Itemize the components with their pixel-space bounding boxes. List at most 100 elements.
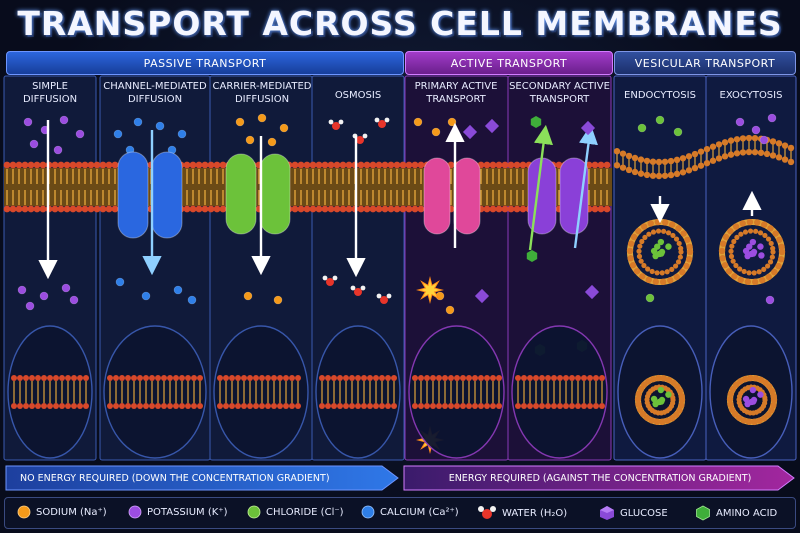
lipid-head — [387, 205, 395, 213]
lipid-head — [636, 253, 643, 259]
lipid-head — [53, 375, 59, 381]
lipid-head — [753, 228, 759, 234]
sodium-ion — [245, 135, 255, 145]
lipid-head — [718, 247, 726, 255]
lipid-head — [527, 375, 533, 381]
lipid-head — [149, 375, 155, 381]
lipid-head — [649, 158, 657, 165]
lipid-head — [673, 236, 680, 242]
lipid-head — [744, 278, 752, 285]
lipid-head — [460, 375, 466, 381]
lipid-head — [659, 418, 666, 426]
lipid-head — [155, 375, 161, 381]
lipid-head — [125, 375, 131, 381]
pump-protein — [423, 157, 481, 235]
lipid-head — [424, 403, 430, 409]
lipid-head — [77, 403, 83, 409]
lipid-head — [143, 403, 149, 409]
lipid-head — [191, 403, 197, 409]
lipid-head — [730, 258, 736, 264]
lipid-head — [219, 205, 227, 213]
molecule — [665, 243, 672, 250]
lipid-head — [17, 375, 23, 381]
lipid-head — [309, 205, 317, 213]
lipid-head — [697, 148, 705, 155]
lipid-head — [769, 254, 775, 260]
lipid-head — [99, 205, 107, 213]
hydrogen-atom — [332, 275, 338, 281]
lipid-head — [747, 374, 754, 382]
molecule — [742, 395, 750, 403]
lipid-head — [733, 150, 741, 157]
lipid-head — [781, 156, 789, 163]
molecule — [656, 398, 663, 406]
lipid-head — [752, 375, 760, 382]
lipid-head — [436, 375, 442, 381]
lipid-head — [105, 205, 113, 213]
lipid-head — [27, 161, 35, 169]
lipid-head — [327, 205, 335, 213]
lipid-head — [9, 205, 17, 213]
protein-lobe — [117, 151, 149, 239]
lipid-head — [597, 205, 605, 213]
lipid-head — [315, 161, 323, 169]
lipid-head — [513, 205, 521, 213]
lipid-head — [635, 227, 642, 235]
lipid-head — [369, 161, 377, 169]
potassium-ion — [69, 295, 79, 305]
lipid-head — [412, 403, 418, 409]
water-molecule — [322, 275, 338, 286]
lipid-head — [289, 403, 295, 409]
hydrogen-atom — [362, 133, 368, 139]
lipid-head — [555, 161, 563, 169]
glucose-cube-icon — [600, 506, 614, 520]
lipid-head — [418, 403, 424, 409]
chloride-sphere-icon — [247, 505, 261, 519]
lipid-head — [669, 221, 676, 228]
lipid-head — [557, 375, 563, 381]
potassium-ion — [735, 117, 745, 127]
lipid-head — [295, 375, 301, 381]
lipid-head — [189, 161, 197, 169]
lipid-head — [521, 375, 527, 381]
lipid-head — [183, 205, 191, 213]
lipid-head — [691, 150, 699, 158]
lipid-head — [691, 164, 699, 172]
lipid-head — [119, 403, 125, 409]
hydrogen-atom — [386, 293, 392, 299]
lipid-head — [496, 403, 502, 409]
molecule — [758, 252, 765, 259]
lipid-head — [737, 266, 743, 272]
lipid-head — [646, 231, 652, 237]
lipid-head — [627, 240, 635, 247]
lipid-head — [57, 205, 65, 213]
lipid-head — [125, 403, 131, 409]
lipid-head — [787, 158, 795, 166]
lipid-head — [3, 161, 11, 169]
lipid-head — [647, 220, 654, 227]
molecule — [746, 243, 753, 250]
lipid-head — [23, 403, 29, 409]
lipid-head — [770, 402, 777, 409]
glucose-molecule — [474, 288, 490, 304]
lipid-head — [229, 375, 235, 381]
lipid-head — [333, 161, 341, 169]
lipid-head — [321, 161, 329, 169]
lipid-head — [770, 245, 776, 251]
lipid-head — [659, 278, 667, 286]
lipid-head — [685, 167, 693, 174]
lipid-head — [597, 161, 605, 169]
lipid-head — [361, 403, 367, 409]
lipid-head — [297, 161, 305, 169]
lipid-head — [161, 403, 167, 409]
lipid-head — [729, 406, 736, 413]
lipid-head — [678, 245, 684, 251]
main-membrane-bilayer — [3, 161, 612, 213]
lipid-head — [768, 387, 776, 395]
lipid-head — [291, 205, 299, 213]
lipid-head — [241, 403, 247, 409]
lipid-head — [235, 403, 241, 409]
lipid-head — [167, 375, 173, 381]
protein-lobe — [259, 153, 291, 235]
